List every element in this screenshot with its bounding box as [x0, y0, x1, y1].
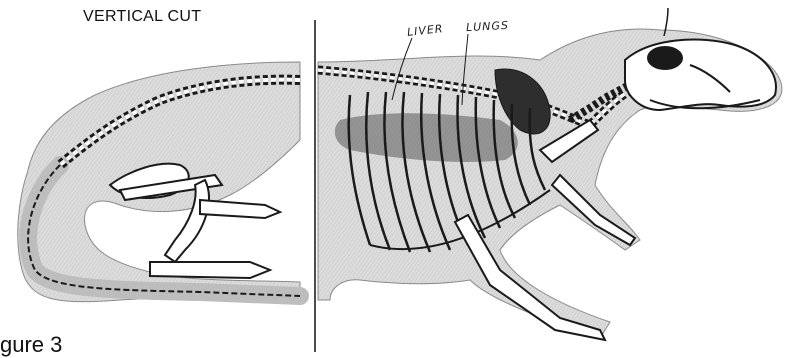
diagram-title: VERTICAL CUT	[83, 8, 201, 26]
hind-foot	[150, 262, 270, 278]
left-panel-hindquarters	[18, 62, 300, 302]
skull	[625, 40, 776, 110]
right-panel-forequarters	[318, 8, 782, 340]
eye-socket	[647, 46, 683, 70]
figure-caption: gure 3	[0, 332, 62, 358]
lungs-label: LUNGS	[466, 19, 510, 34]
